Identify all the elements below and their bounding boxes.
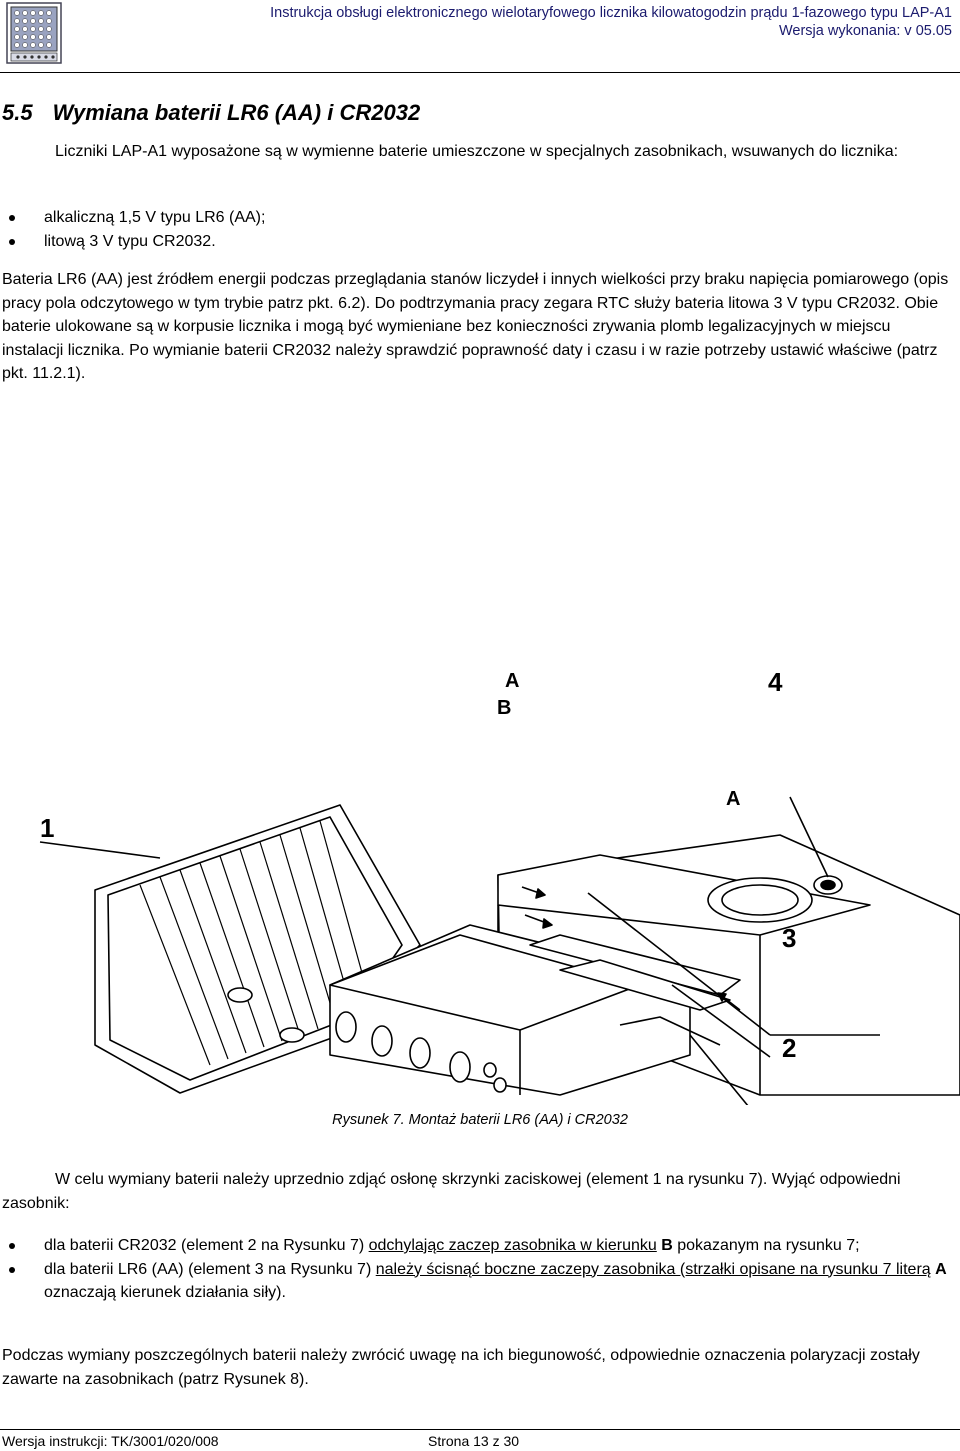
- header-version: Wersja wykonania: v 05.05: [778, 23, 952, 39]
- footer-divider: [0, 1429, 960, 1430]
- step-text: pokazanym na rysunku 7;: [672, 1237, 860, 1254]
- list-item: alkaliczną 1,5 V typu LR6 (AA);: [2, 206, 954, 230]
- section-heading: 5.5 Wymiana baterii LR6 (AA) i CR2032: [2, 100, 420, 126]
- meter-battery-illustration: 4 1 3 2 A B A: [0, 667, 960, 1146]
- figure-label-a-top: A: [505, 670, 520, 692]
- figure-label-a-right: A: [726, 788, 741, 810]
- footer-page-number: Strona 13 z 30: [428, 1433, 520, 1449]
- direction-letter: A: [935, 1260, 947, 1278]
- figure-caption: Rysunek 7. Montaż baterii LR6 (AA) i CR2…: [332, 1112, 628, 1128]
- step-text: oznaczają kierunek działania siły).: [44, 1284, 286, 1301]
- removal-steps-list: dla baterii CR2032 (element 2 na Rysunku…: [2, 1234, 954, 1305]
- list-item: dla baterii LR6 (AA) (element 3 na Rysun…: [2, 1258, 954, 1305]
- battery-description-paragraph: Bateria LR6 (AA) jest źródłem energii po…: [2, 271, 949, 382]
- battery-type-list: alkaliczną 1,5 V typu LR6 (AA); litową 3…: [2, 206, 954, 253]
- figure-label-2: 2: [782, 1033, 797, 1063]
- figure-label-b: B: [497, 697, 512, 719]
- section-title: Wymiana baterii LR6 (AA) i CR2032: [52, 100, 421, 125]
- list-item: dla baterii CR2032 (element 2 na Rysunku…: [2, 1234, 954, 1258]
- figure-label-1: 1: [40, 813, 55, 843]
- step-text: dla baterii CR2032 (element 2 na Rysunku…: [44, 1237, 369, 1254]
- section-number: 5.5: [2, 100, 33, 125]
- step-emphasis: należy ścisnąć boczne zaczepy zasobnika …: [375, 1260, 931, 1278]
- intro-paragraph: Liczniki LAP-A1 wyposażone są w wymienne…: [55, 143, 899, 160]
- footer-document-version: Wersja instrukcji: TK/3001/020/008: [2, 1433, 219, 1449]
- figure-label-3: 3: [782, 923, 797, 953]
- polarity-paragraph: Podczas wymiany poszczególnych baterii n…: [2, 1347, 920, 1388]
- direction-letter: B: [661, 1237, 673, 1254]
- step-emphasis: odchylając zaczep zasobnika w kierunku: [368, 1237, 657, 1254]
- figure-label-4: 4: [768, 667, 783, 697]
- company-logo: [6, 2, 62, 64]
- list-item: litową 3 V typu CR2032.: [2, 230, 954, 254]
- header-title: Instrukcja obsługi elektronicznego wielo…: [270, 5, 952, 21]
- step-text: dla baterii LR6 (AA) (element 3 na Rysun…: [44, 1260, 376, 1278]
- removal-instructions-paragraph: W celu wymiany baterii należy uprzednio …: [2, 1171, 901, 1212]
- header-divider: [0, 72, 960, 73]
